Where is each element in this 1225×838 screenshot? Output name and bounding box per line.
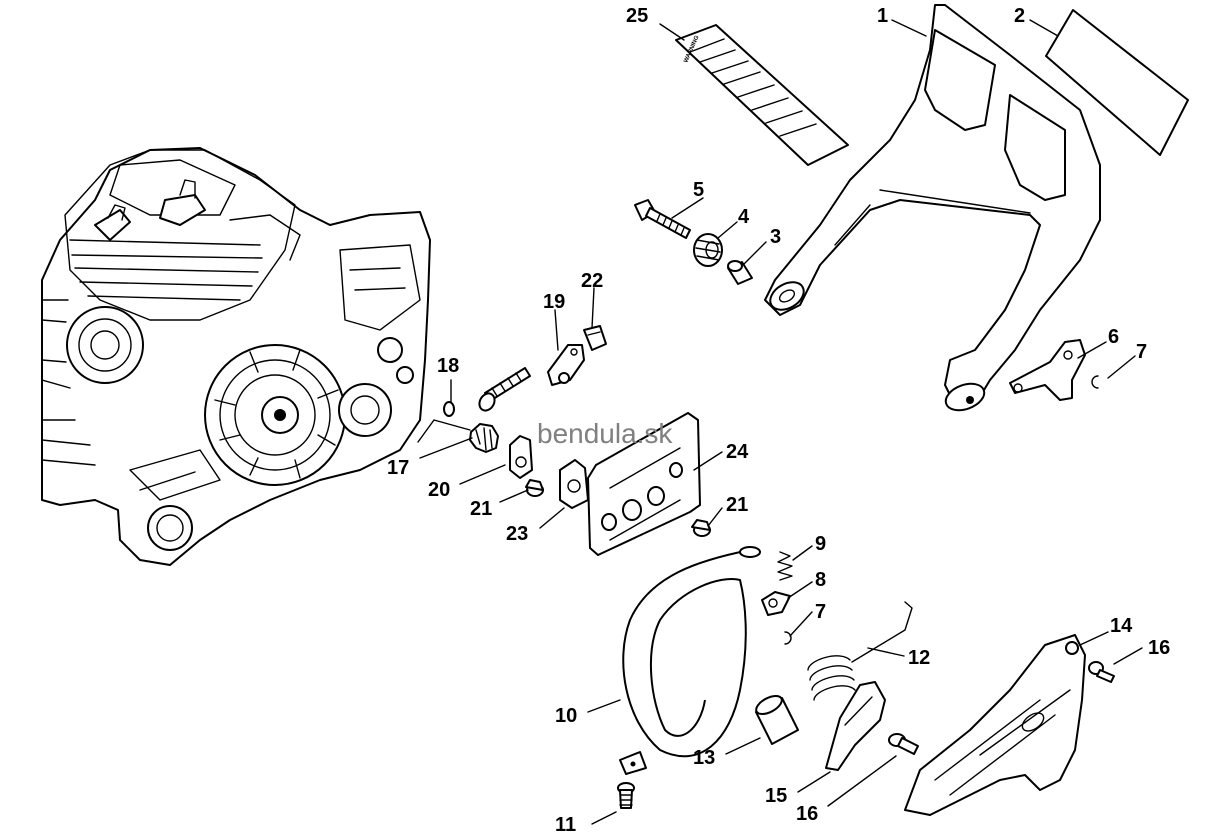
- watermark-text: bendula.sk: [537, 418, 673, 449]
- callout-16-upper: 16: [1148, 637, 1170, 659]
- part-16-screw-lower: [888, 733, 919, 755]
- callout-7-lower: 7: [815, 601, 826, 623]
- callout-1: 1: [877, 5, 888, 27]
- callout-18: 18: [437, 355, 459, 377]
- callout-8: 8: [815, 569, 826, 591]
- callout-3: 3: [770, 226, 781, 248]
- callout-2: 2: [1014, 5, 1025, 27]
- part-25-warning-decal: WARNING: [675, 24, 849, 166]
- part-5-bolt: [634, 199, 691, 239]
- callout-11: 11: [555, 814, 576, 836]
- callout-labels: 25 1 2 3 4 5 6 7 7 8 9 10 11 12 13 14 15…: [387, 5, 1170, 836]
- callout-22: 22: [581, 270, 603, 292]
- part-3-sleeve: [727, 260, 753, 285]
- part-24-cover-plate: [587, 412, 701, 556]
- callout-7-upper: 7: [1136, 341, 1147, 363]
- part-19-bracket: [547, 344, 585, 386]
- callout-10: 10: [555, 705, 577, 727]
- part-7-circlip-lower: [784, 631, 792, 645]
- callout-16-lower: 16: [796, 803, 818, 825]
- callout-15: 15: [765, 785, 787, 807]
- part-23-cam: [559, 459, 589, 509]
- part-9-spring: [777, 551, 793, 581]
- part-20-gear: [469, 423, 499, 453]
- engine-crankcase-drawing: [41, 147, 431, 566]
- callout-14: 14: [1110, 615, 1133, 637]
- callout-21-a: 21: [470, 498, 492, 520]
- part-20-bracket: [509, 435, 533, 479]
- part-13-bush: [755, 694, 799, 745]
- part-21-screw-a: [525, 479, 544, 497]
- callout-17: 17: [387, 457, 409, 479]
- callout-9: 9: [815, 533, 826, 555]
- part-18-o-ring: [443, 401, 455, 417]
- callout-25: 25: [626, 5, 648, 27]
- part-7-circlip-upper: [1091, 375, 1099, 389]
- part-21-screw-b: [691, 519, 711, 537]
- callout-19: 19: [543, 291, 565, 313]
- callout-13: 13: [693, 747, 715, 769]
- part-15-brake-lever: [825, 681, 886, 771]
- part-1-hand-guard: [764, 4, 1101, 412]
- callout-5: 5: [693, 179, 704, 201]
- callout-21-b: 21: [726, 494, 748, 516]
- part-6-lever-plate: [1009, 339, 1086, 401]
- part-12-tension-spring: [807, 601, 913, 701]
- callout-24: 24: [726, 441, 749, 463]
- part-8-lever: [761, 591, 791, 616]
- part-4-spring: [693, 233, 723, 267]
- part-22-clip: [583, 325, 607, 351]
- part-14-sprocket-cover: [904, 634, 1086, 816]
- callout-12: 12: [908, 647, 930, 669]
- callout-20: 20: [428, 479, 450, 501]
- callout-4: 4: [738, 206, 750, 228]
- leader-lines: [417, 19, 1143, 825]
- callout-23: 23: [506, 523, 528, 545]
- part-2-plate: [1045, 9, 1189, 156]
- callout-6: 6: [1108, 326, 1119, 348]
- part-11-screw: [617, 782, 635, 809]
- part-17-adjusting-screw: [478, 367, 531, 412]
- part-16-screw-upper: [1088, 661, 1115, 683]
- part-10-brake-band: [619, 546, 761, 775]
